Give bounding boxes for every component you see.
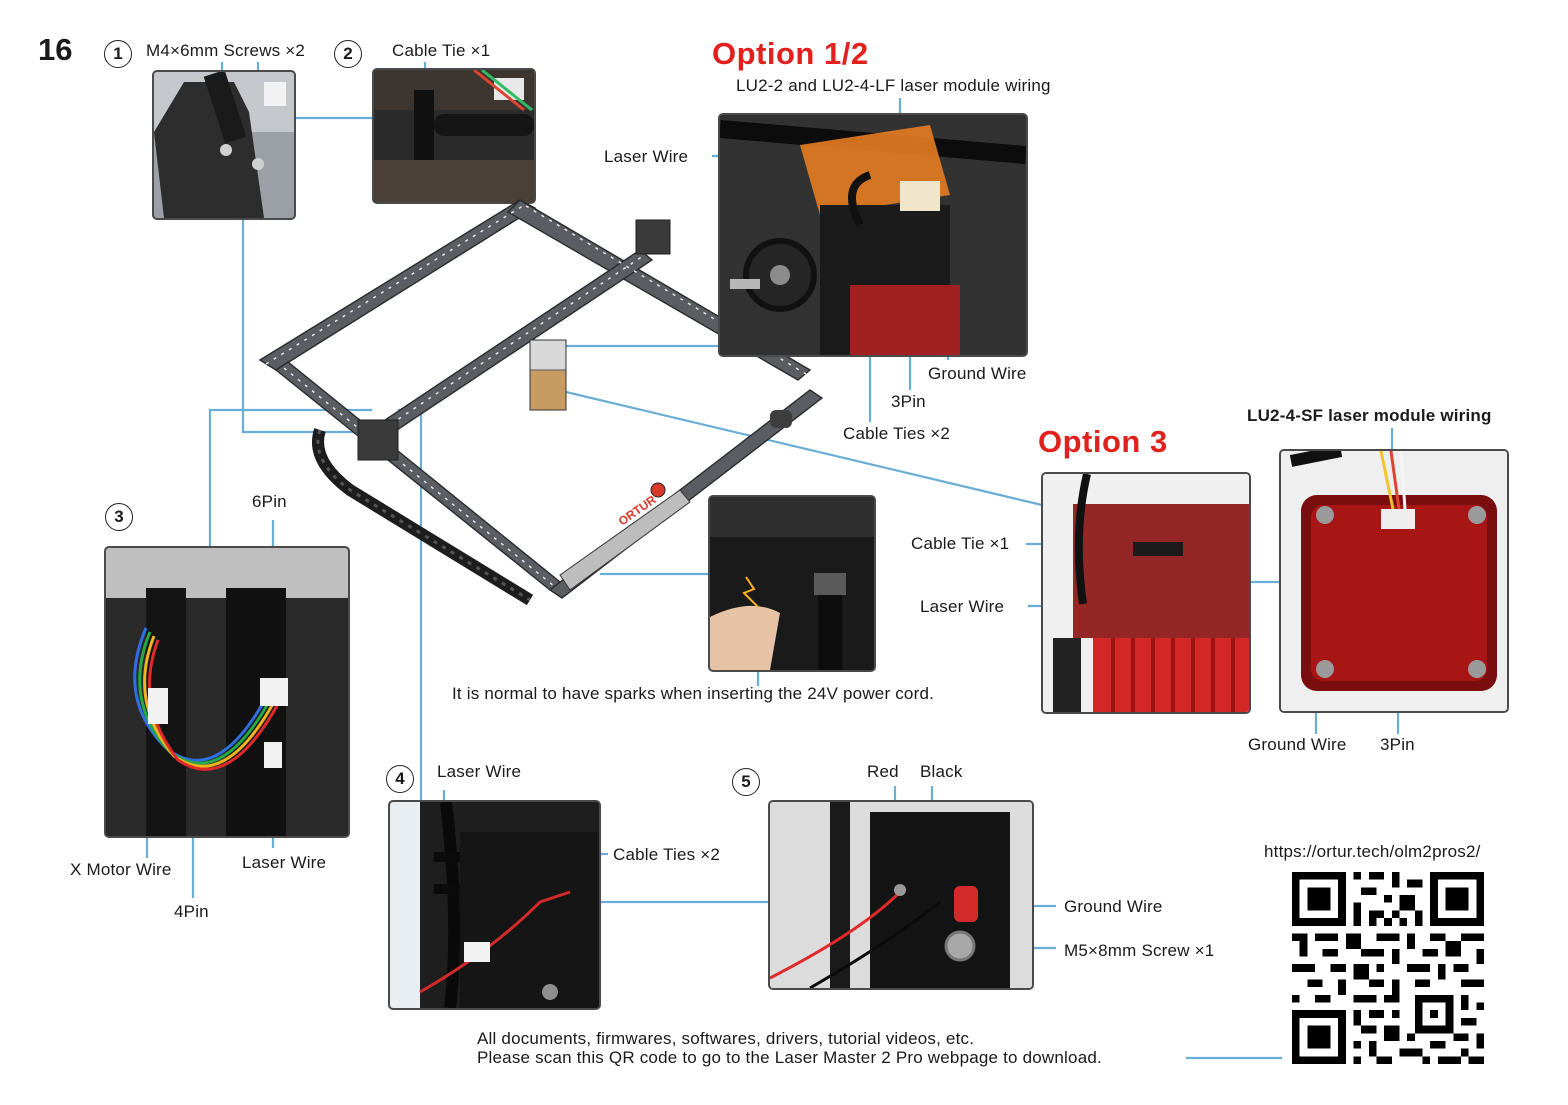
x-motor-wiring-illustration xyxy=(106,548,348,836)
option-3-ground-wire-label: Ground Wire xyxy=(1248,735,1347,754)
step-3-4pin-label: 4Pin xyxy=(174,902,209,921)
option-3-laser-wire-label: Laser Wire xyxy=(920,597,1005,616)
page-number: 16 xyxy=(38,32,73,67)
power-plug-illustration xyxy=(710,497,874,670)
qr-code[interactable] xyxy=(1292,872,1484,1064)
step-5-photo xyxy=(768,800,1034,990)
laser-module-sf-top-illustration xyxy=(1281,451,1507,711)
step-3-number: 3 xyxy=(105,503,133,531)
step-5-number: 5 xyxy=(732,768,760,796)
step-4-number: 4 xyxy=(386,765,414,793)
step-5-red-label: Red xyxy=(867,762,899,781)
option-1-2-photo xyxy=(718,113,1028,357)
step-2-number: 2 xyxy=(334,40,362,68)
option-3-3pin-label: 3Pin xyxy=(1380,735,1415,754)
option-1-2-cable-ties-label: Cable Ties ×2 xyxy=(843,424,951,443)
option-1-2-subtitle: LU2-2 and LU2-4-LF laser module wiring xyxy=(736,76,1051,95)
option-3-top-photo xyxy=(1279,449,1509,713)
step-3-laser-wire-label: Laser Wire xyxy=(242,853,327,872)
download-text-line-2: Please scan this QR code to go to the La… xyxy=(477,1048,1102,1067)
step-3-photo xyxy=(104,546,350,838)
step-1-label: M4×6mm Screws ×2 xyxy=(146,41,306,60)
option-3-title: Option 3 xyxy=(1038,424,1168,459)
step-1-number: 1 xyxy=(104,40,132,68)
step-3-x-motor-wire-label: X Motor Wire xyxy=(70,860,172,879)
option-1-2-title: Option 1/2 xyxy=(712,36,869,71)
option-1-2-laser-wire-label: Laser Wire xyxy=(604,147,689,166)
laser-wire-tie-illustration xyxy=(390,802,599,1008)
option-3-subtitle: LU2-4-SF laser module wiring xyxy=(1247,406,1492,425)
step-5-black-label: Black xyxy=(920,762,963,781)
step-4-cable-ties-label: Cable Ties ×2 xyxy=(613,845,721,864)
step-4-photo xyxy=(388,800,601,1010)
download-url[interactable]: https://ortur.tech/olm2pros2/ xyxy=(1264,842,1481,861)
option-1-2-ground-wire-label: Ground Wire xyxy=(928,364,1027,383)
screws-photo-illustration xyxy=(154,72,294,218)
power-cord-photo xyxy=(708,495,876,672)
cable-tie-photo-illustration xyxy=(374,70,534,202)
step-5-screw-label: M5×8mm Screw ×1 xyxy=(1064,941,1215,960)
option-3-side-photo xyxy=(1041,472,1251,714)
laser-module-sf-side-illustration xyxy=(1043,474,1249,712)
step-3-6pin-label: 6Pin xyxy=(252,492,287,511)
option-3-cable-tie-label: Cable Tie ×1 xyxy=(911,534,1010,553)
step-1-photo xyxy=(152,70,296,220)
power-note: It is normal to have sparks when inserti… xyxy=(452,684,935,703)
step-2-label: Cable Tie ×1 xyxy=(392,41,491,60)
download-text-line-1: All documents, firmwares, softwares, dri… xyxy=(477,1029,975,1048)
step-5-ground-wire-label: Ground Wire xyxy=(1064,897,1163,916)
ground-wire-screw-illustration xyxy=(770,802,1032,988)
step-2-photo xyxy=(372,68,536,204)
option-1-2-3pin-label: 3Pin xyxy=(891,392,926,411)
step-4-laser-wire-label: Laser Wire xyxy=(437,762,522,781)
laser-module-lu2-illustration xyxy=(720,115,1026,355)
